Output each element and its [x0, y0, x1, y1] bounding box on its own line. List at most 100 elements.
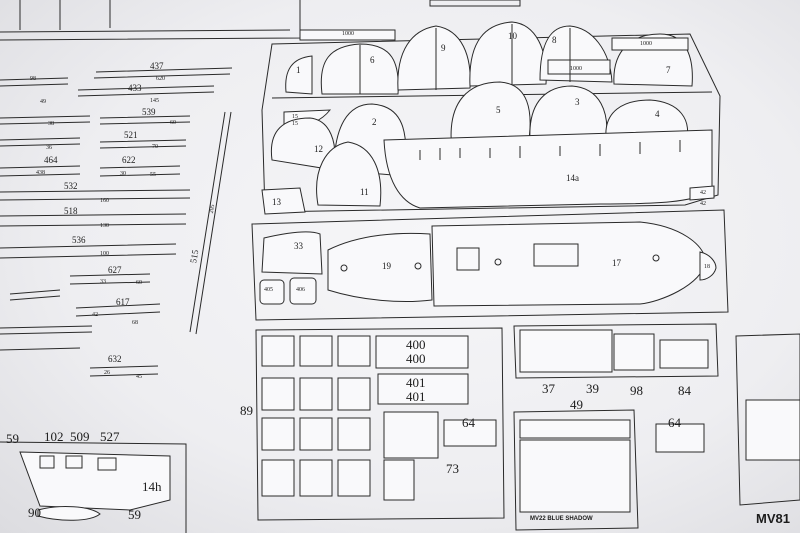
label-deck-19: 19 [382, 261, 391, 271]
railing-sheet [519, 439, 631, 513]
label-strip-536: 536 [72, 235, 86, 245]
part-90 [37, 506, 101, 521]
nameplate-panel-border [513, 409, 639, 531]
label-98: 98 [630, 383, 643, 398]
rod-515 [189, 111, 232, 335]
label-frame-13: 13 [272, 197, 281, 207]
label-strip-632-len2: 45 [136, 374, 142, 380]
deck-405 [259, 279, 285, 305]
frame-13 [261, 187, 306, 215]
strips-left [0, 67, 233, 377]
label-527: 527 [100, 429, 120, 444]
part-group-frames [383, 411, 439, 459]
label-deck-17: 17 [612, 258, 621, 268]
tab-1000-c [547, 59, 611, 75]
label-73: 73 [446, 461, 459, 476]
label-strip-532: 532 [64, 181, 78, 191]
label-84: 84 [678, 383, 691, 398]
label-strip-532-len: 160 [100, 198, 109, 204]
label-401a: 401 [406, 375, 426, 390]
label-strip-433: 433 [128, 83, 142, 93]
part-14h [19, 451, 171, 511]
frame-1 [285, 55, 313, 95]
tab-1000-a [299, 29, 396, 41]
deck-pieces [259, 221, 717, 307]
label-frame-2: 2 [372, 117, 377, 127]
label-strip-437-len: 620 [156, 76, 165, 82]
frame-3 [529, 85, 608, 143]
label-frame-11: 11 [360, 187, 369, 197]
label-strip-627-len: 33 [100, 279, 106, 285]
bottom-left-panel-border [0, 441, 187, 533]
label-509: 509 [70, 429, 90, 444]
label-piece-42b: 42 [700, 201, 706, 207]
label-strip-536-len: 100 [100, 251, 109, 257]
label-piece-15a: 15 [292, 114, 298, 120]
piece-64-right [655, 423, 705, 453]
label-strip-617-len: 42 [92, 312, 98, 318]
label-90: 90 [28, 505, 41, 520]
frame-pieces-top-row [285, 21, 693, 95]
frame-pieces-second-row [261, 81, 715, 215]
deck-18 [699, 251, 717, 281]
label-frame-9: 9 [441, 43, 446, 53]
label-59: 59 [6, 431, 19, 446]
label-strip-539: 539 [142, 107, 156, 117]
label-mark-36: 36 [46, 145, 52, 151]
label-deck-18: 18 [704, 264, 710, 270]
gratings-panel-border [513, 323, 719, 379]
deck-17 [431, 221, 707, 307]
plate-401 [377, 373, 469, 405]
label-keel-14a: 14a [566, 173, 579, 183]
frame-5 [450, 81, 531, 151]
label-strip-539-len: 60 [170, 120, 176, 126]
label-strip-632-len: 26 [104, 370, 110, 376]
label-mark-98: 98 [30, 76, 36, 82]
deck-33 [261, 231, 323, 275]
label-mark-49: 49 [40, 99, 46, 105]
label-102: 102 [44, 429, 64, 444]
label-frame-8: 8 [552, 35, 557, 45]
top-edge-outline [0, 0, 301, 41]
label-frame-5: 5 [496, 105, 501, 115]
label-strip-518-len: 130 [100, 223, 109, 229]
label-frame-3: 3 [575, 97, 580, 107]
label-frame-4: 4 [655, 109, 660, 119]
label-strip-627-len2: 60 [136, 280, 142, 286]
label-frame-1: 1 [296, 65, 301, 75]
label-strip-622-len: 30 [120, 171, 126, 177]
nameplate-text: MV22 BLUE SHADOW [530, 516, 593, 522]
label-89: 89 [240, 403, 253, 418]
deck-panel-border [251, 209, 729, 321]
label-strip-622-len2: 55 [150, 172, 156, 178]
label-strip-617: 617 [116, 297, 130, 307]
label-strip-521: 521 [124, 130, 138, 140]
label-piece-15b: 15 [292, 121, 298, 127]
piece-84 [659, 339, 709, 369]
label-strip-521-len: 70 [152, 144, 158, 150]
label-strip-627: 627 [108, 265, 122, 275]
label-37: 37 [542, 381, 555, 396]
label-39: 39 [586, 381, 599, 396]
label-deck-406: 406 [296, 287, 305, 293]
label-strip-437: 437 [150, 61, 164, 71]
label-strip-464-len: 438 [36, 170, 45, 176]
label-400a: 400 [406, 337, 426, 352]
label-64: 64 [462, 415, 475, 430]
label-frame-12: 12 [314, 144, 323, 154]
label-400b: 400 [406, 351, 426, 366]
deck-19 [327, 232, 433, 303]
label-14h: 14h [142, 479, 162, 494]
label-strip-632: 632 [108, 354, 122, 364]
right-part [745, 399, 800, 461]
right-panel-border [735, 333, 800, 506]
label-corner-code: MV81 [756, 511, 790, 526]
piece-98 [613, 333, 655, 371]
keel-14a [383, 129, 713, 209]
piece-42 [689, 185, 715, 201]
tab-1000-b [611, 37, 689, 51]
label-49: 49 [570, 397, 583, 412]
fittings-grid [261, 335, 497, 501]
